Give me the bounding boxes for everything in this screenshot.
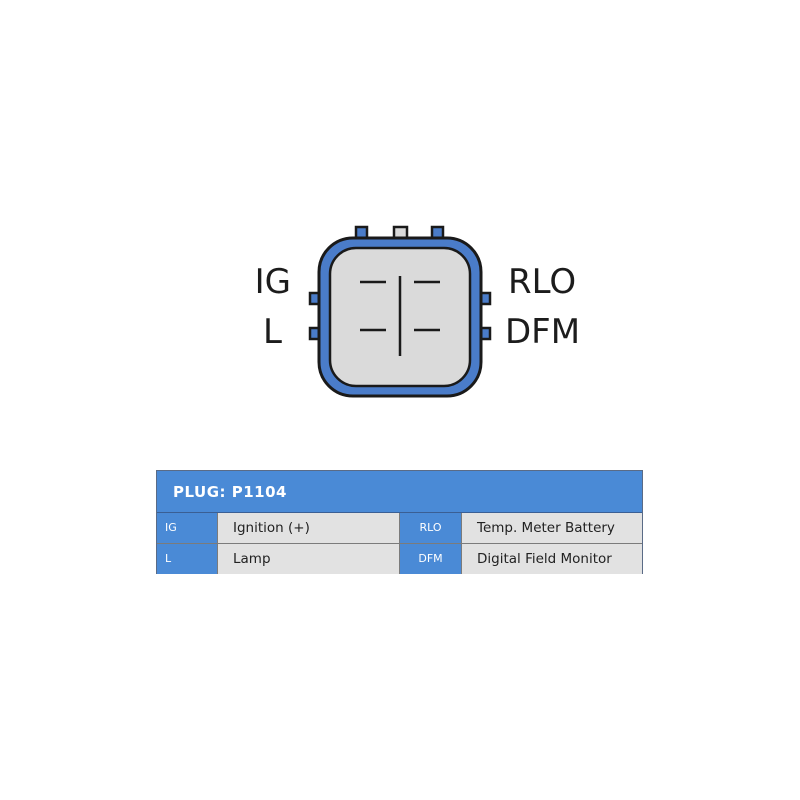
pin-code-cell: RLO bbox=[400, 513, 461, 543]
pinout-table: PLUG: P1104 IG Ignition (+) RLO Temp. Me… bbox=[156, 470, 643, 574]
pin-description-cell: Lamp bbox=[217, 544, 400, 574]
pin-label-dfm: DFM bbox=[505, 312, 580, 352]
pin-description-cell: Temp. Meter Battery bbox=[461, 513, 642, 543]
pin-description-cell: Ignition (+) bbox=[217, 513, 400, 543]
table-row: L Lamp DFM Digital Field Monitor bbox=[157, 543, 642, 574]
table-header: PLUG: P1104 bbox=[157, 471, 642, 513]
pin-label-rlo: RLO bbox=[508, 262, 576, 302]
pin-code-cell: DFM bbox=[400, 544, 461, 574]
pin-label-ig: IG bbox=[255, 262, 291, 302]
pin-label-l: L bbox=[263, 312, 282, 352]
table-row: IG Ignition (+) RLO Temp. Meter Battery bbox=[157, 513, 642, 543]
pin-description-cell: Digital Field Monitor bbox=[461, 544, 642, 574]
connector-diagram: IG L RLO DFM bbox=[255, 225, 580, 398]
pin-code-cell: IG bbox=[157, 513, 217, 543]
pin-code-cell: L bbox=[157, 544, 217, 574]
